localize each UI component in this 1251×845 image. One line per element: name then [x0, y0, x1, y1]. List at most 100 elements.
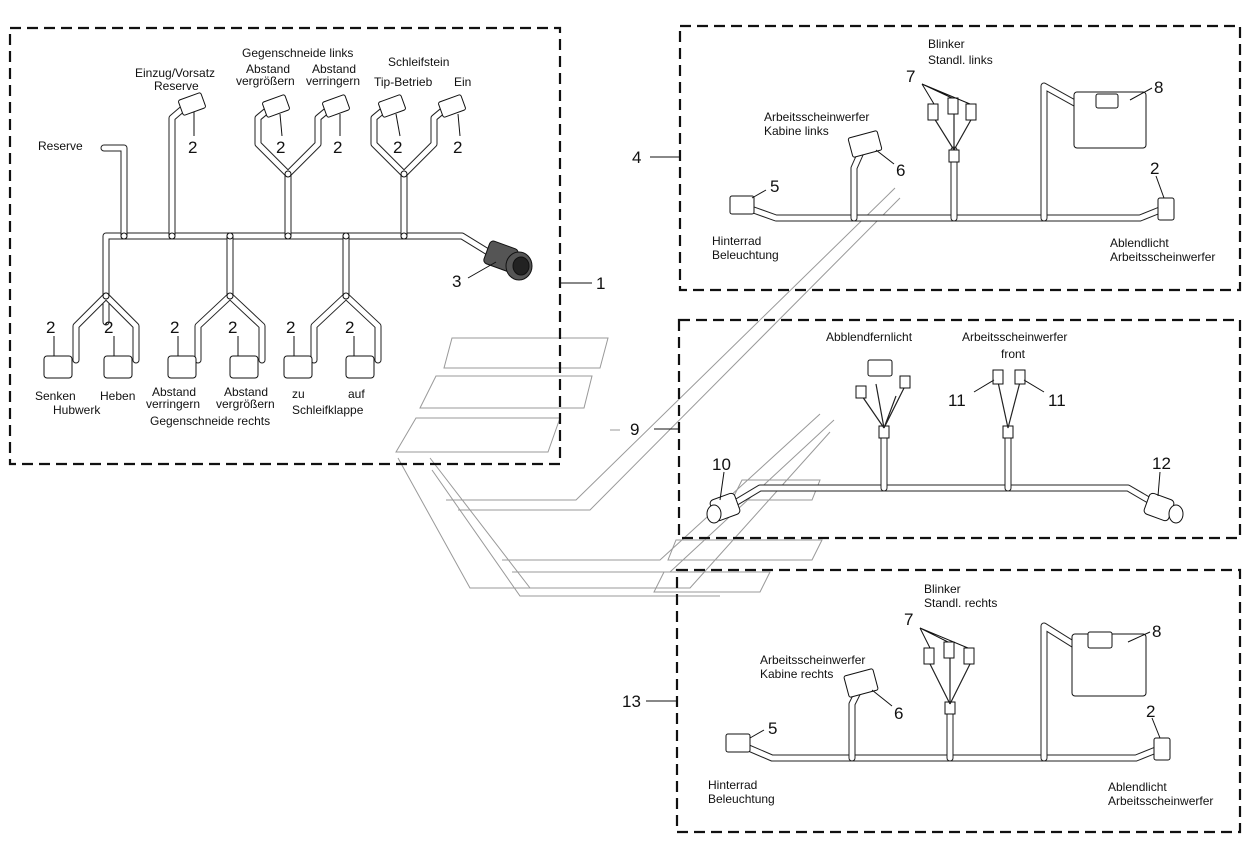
label-tip-betrieb: Tip-Betrieb	[374, 75, 433, 89]
label-hubwerk: Hubwerk	[53, 403, 101, 417]
label-zu: zu	[292, 387, 305, 401]
label-abstand-2: Abstand	[312, 62, 356, 76]
label-hinterrad: Hinterrad	[708, 778, 757, 792]
connector-2-verr	[322, 94, 350, 118]
label-gegenschneide-rechts: Gegenschneide rechts	[150, 414, 270, 428]
callout-2: 2	[345, 318, 354, 337]
label-abblendfernlicht: Abblendfernlicht	[826, 330, 913, 344]
connector-2-auf	[345, 355, 375, 379]
connector-2-vergr-r	[229, 355, 259, 379]
connector-2-senken	[43, 355, 73, 379]
group-1-labels: Reserve Einzug/Vorsatz Reserve Gegenschn…	[35, 46, 471, 428]
group-9-callouts: 9 10 11 11 12	[630, 379, 1171, 501]
callout-8: 8	[1152, 622, 1161, 641]
connector-10-face	[706, 504, 722, 524]
callout-10: 10	[712, 455, 731, 474]
callout-2: 2	[188, 138, 197, 157]
callout-11: 11	[1048, 391, 1066, 410]
label-arbeitsscheinwerfer: Arbeitsscheinwerfer	[962, 330, 1067, 344]
label-abstand-4: Abstand	[224, 385, 268, 399]
group-9-connectors	[706, 359, 1184, 524]
group-4-connectors	[729, 91, 1175, 221]
callout-2: 2	[170, 318, 179, 337]
label-einzug: Einzug/Vorsatz	[135, 66, 215, 80]
connector-abblend	[867, 359, 893, 377]
group-4-callouts: 4 5 6 7 8 2	[632, 67, 1165, 199]
callout-1: 1	[596, 274, 605, 293]
label-arbeitsscheinwerfer: Arbeitsscheinwerfer	[760, 653, 865, 667]
connector-2-verr-r	[167, 355, 197, 379]
callout-2: 2	[1146, 702, 1155, 721]
connector-8	[1073, 91, 1147, 149]
callout-2: 2	[276, 138, 285, 157]
label-standl-rechts: Standl. rechts	[924, 596, 997, 610]
callout-2: 2	[228, 318, 237, 337]
label-einzug-reserve: Reserve	[154, 79, 199, 93]
label-hinterrad: Hinterrad	[712, 234, 761, 248]
callout-8: 8	[1154, 78, 1163, 97]
label-heben: Heben	[100, 389, 135, 403]
label-beleuchtung: Beleuchtung	[708, 792, 775, 806]
perspective-guides	[395, 187, 901, 597]
label-ablendlicht: Ablendlicht	[1108, 780, 1167, 794]
callout-2: 2	[1150, 159, 1159, 178]
label-ablendlicht: Ablendlicht	[1110, 236, 1169, 250]
label-verringern-1: verringern	[306, 74, 360, 88]
connector-7	[965, 103, 977, 121]
connector-2-zu	[283, 355, 313, 379]
connector-7	[927, 103, 939, 121]
connector-2-ein	[438, 94, 466, 118]
label-reserve: Reserve	[38, 139, 83, 153]
connector-7	[947, 97, 959, 115]
label-verringern-2: verringern	[146, 397, 200, 411]
label-vergroessern-1: vergrößern	[236, 74, 295, 88]
connector-6	[847, 130, 883, 158]
callout-6: 6	[896, 161, 905, 180]
connector-abblend-pin	[855, 385, 867, 399]
connector-5	[729, 195, 755, 215]
label-abstand-3: Abstand	[152, 385, 196, 399]
label-arbeitsscheinwerfer-2: Arbeitsscheinwerfer	[1108, 794, 1213, 808]
label-front: front	[1001, 347, 1026, 361]
callout-9: 9	[630, 420, 639, 439]
callout-2: 2	[333, 138, 342, 157]
label-auf: auf	[348, 387, 365, 401]
label-senken: Senken	[35, 389, 76, 403]
label-gegenschneide-links: Gegenschneide links	[242, 46, 353, 60]
label-standl-links: Standl. links	[928, 53, 993, 67]
callout-4: 4	[632, 148, 641, 167]
label-arbeitsscheinwerfer: Arbeitsscheinwerfer	[764, 110, 869, 124]
group-9-harness	[726, 381, 1156, 510]
connector-5	[725, 733, 751, 753]
connector-abblend-pin	[899, 375, 911, 389]
group-1-harness	[72, 102, 492, 364]
callout-13: 13	[622, 692, 641, 711]
label-abstand-1: Abstand	[246, 62, 290, 76]
label-ein: Ein	[454, 75, 471, 89]
callout-2: 2	[286, 318, 295, 337]
group-13-harness	[740, 622, 1160, 762]
connector-12-face	[1168, 504, 1184, 524]
label-beleuchtung: Beleuchtung	[712, 248, 779, 262]
callout-5: 5	[768, 719, 777, 738]
callout-2: 2	[453, 138, 462, 157]
group-4-labels: Blinker Standl. links Arbeitsscheinwerfe…	[712, 37, 1215, 264]
label-schleifklappe: Schleifklappe	[292, 403, 364, 417]
callout-2: 2	[104, 318, 113, 337]
callout-6: 6	[894, 704, 903, 723]
group-13-connectors	[725, 631, 1171, 761]
group-13-callouts: 13 5 6 7 8 2	[622, 610, 1161, 739]
callout-12: 12	[1152, 454, 1171, 473]
group-13-labels: Blinker Standl. rechts Arbeitsscheinwerf…	[708, 582, 1213, 808]
connector-2-vergr	[262, 94, 290, 118]
connector-2-heben	[103, 355, 133, 379]
connector-2	[1153, 737, 1171, 761]
connector-7	[963, 647, 975, 665]
callout-7: 7	[904, 610, 913, 629]
label-blinker: Blinker	[928, 37, 965, 51]
connector-2	[1157, 197, 1175, 221]
label-blinker: Blinker	[924, 582, 961, 596]
connector-8-latch	[1095, 93, 1119, 109]
label-kabine-links: Kabine links	[764, 124, 829, 138]
